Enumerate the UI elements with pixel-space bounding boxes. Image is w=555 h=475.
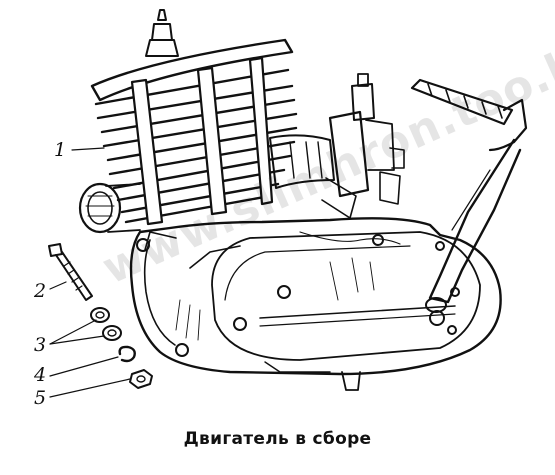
figure-caption: Двигатель в сборе (183, 429, 372, 449)
spark-plug (145, 9, 179, 57)
kickstart-lever (410, 78, 528, 313)
cylinder-studs (130, 56, 274, 226)
leader-lines (49, 147, 131, 398)
cover-screws (136, 234, 460, 357)
callout-1: 1 (54, 139, 67, 161)
exhaust-port (78, 182, 141, 234)
washers-part-3 (90, 307, 122, 341)
nut-part-5 (129, 369, 153, 389)
bolt-part-2 (48, 243, 93, 301)
callout-5: 5 (34, 387, 47, 409)
callout-3: 3 (34, 334, 47, 356)
carburetor (269, 73, 405, 219)
crankcase (129, 217, 502, 391)
callout-2: 2 (34, 280, 47, 302)
spring-washer-part-4 (118, 345, 136, 363)
callout-4: 4 (34, 364, 47, 386)
